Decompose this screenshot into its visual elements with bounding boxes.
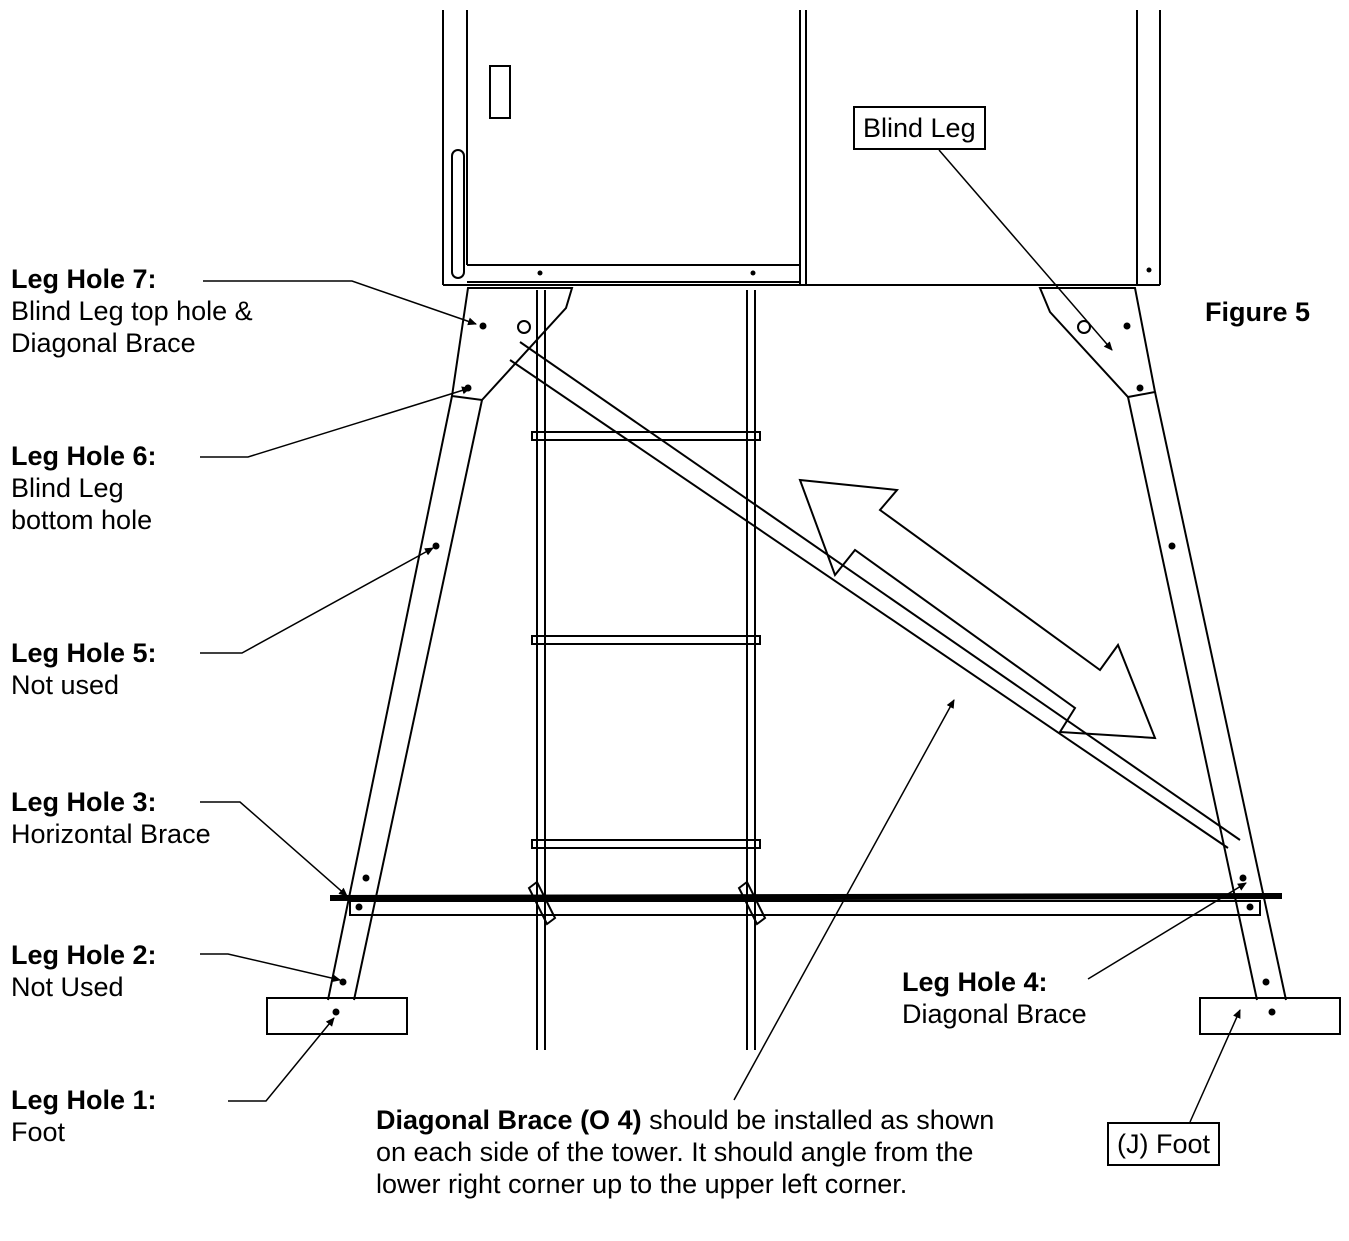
ladder — [527, 290, 767, 1050]
leader-lines — [200, 149, 1247, 1123]
holes — [332, 267, 1276, 1016]
blind-leg-callout: Blind Leg — [853, 106, 986, 150]
figure-label: Figure 5 — [1205, 297, 1311, 327]
double-arrow — [798, 478, 1157, 740]
leg-hole-3-label: Leg Hole 3:Horizontal Brace — [11, 787, 211, 849]
horizontal-brace — [329, 893, 1283, 916]
installation-note: Diagonal Brace (O 4) should be installed… — [376, 1105, 995, 1199]
leg-hole-2-label: Leg Hole 2:Not Used — [11, 940, 157, 1002]
left-leg — [266, 287, 574, 1035]
diagonal-brace — [509, 341, 1241, 849]
j-foot-callout: (J) Foot — [1107, 1122, 1221, 1166]
leg-hole-1-label: Leg Hole 1:Foot — [11, 1085, 157, 1147]
leg-hole-4-label: Leg Hole 4:Diagonal Brace — [902, 967, 1087, 1029]
blind-body — [442, 10, 1161, 286]
leg-hole-5-label: Leg Hole 5:Not used — [11, 638, 157, 700]
right-leg — [1038, 287, 1341, 1035]
leg-hole-7-label: Leg Hole 7:Blind Leg top hole &Diagonal … — [11, 264, 253, 358]
